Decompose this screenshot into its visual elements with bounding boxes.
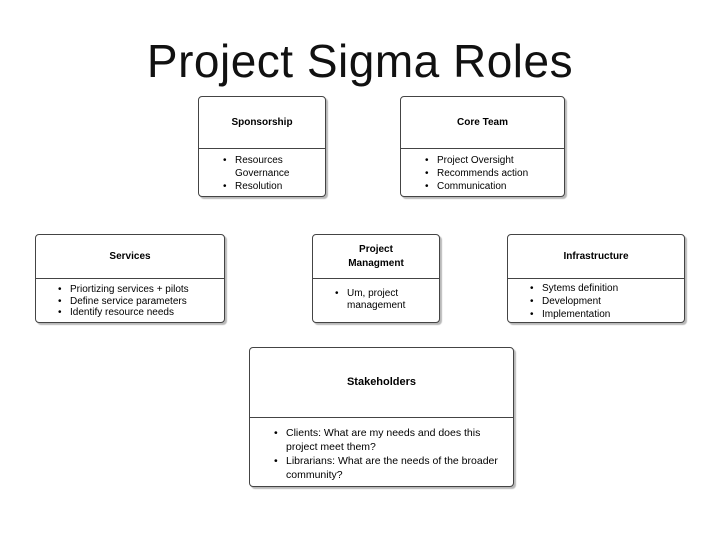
list-item: Sytems definition [530,282,684,295]
list-item-text: Define service parameters [70,295,187,307]
stakeholders-list: Clients: What are my needs and does this… [250,418,513,482]
services-heading: Services [36,235,224,279]
infrastructure-box: Infrastructure Sytems definition Develop… [507,234,685,323]
core-team-heading: Core Team [401,97,564,149]
list-item-text: Governance [235,168,290,179]
list-item: Project Oversight [425,154,564,167]
services-list: Priortizing services + pilots Define ser… [36,279,224,319]
list-item: Librarians: What are the needs of the br… [274,454,501,482]
list-item: Priortizing services + pilots [58,284,224,296]
list-item: Communication [425,180,564,193]
stakeholders-heading: Stakeholders [250,348,513,418]
services-box: Services Priortizing services + pilots D… [35,234,225,323]
list-item: Development [530,295,684,308]
list-item: Define service parameters [58,296,224,308]
list-item-text: Resolution [235,181,283,192]
sponsorship-heading: Sponsorship [199,97,325,149]
infrastructure-list: Sytems definition Development Implementa… [508,279,684,321]
list-item-text: Implementation [542,309,611,320]
list-item-text: Sytems definition [542,283,619,294]
list-item-text: Identify resource needs [70,307,174,318]
page-title: Project Sigma Roles [146,35,574,87]
list-item-text: Communication [437,181,507,192]
core-team-list: Project Oversight Recommends action Comm… [401,149,564,193]
list-item-text: Development [542,296,601,307]
project-management-box: Project Managment Um, project management [312,234,440,323]
core-team-box: Core Team Project Oversight Recommends a… [400,96,565,197]
list-item: Resources [223,154,325,167]
list-item-text: Resources [235,155,283,166]
list-item: Identify resource needs [58,307,224,319]
list-item: Recommends action [425,167,564,180]
list-item: Um, project management [335,288,433,312]
list-item-text: Priortizing services + pilots [70,284,189,295]
infrastructure-heading: Infrastructure [508,235,684,279]
list-item-text: Um, project management [347,288,406,311]
list-item-text: Librarians: What are the needs of the br… [286,455,498,481]
list-item: Resolution [223,180,325,193]
list-item: Clients: What are my needs and does this… [274,426,501,454]
list-item: Implementation [530,308,684,321]
project-management-heading-line2: Managment [348,257,404,269]
sponsorship-list: Resources Governance Resolution [199,149,325,193]
list-item-text: Project Oversight [437,155,514,166]
project-management-list: Um, project management [313,279,439,312]
list-item-text: Recommends action [437,168,529,179]
stakeholders-box: Stakeholders Clients: What are my needs … [249,347,514,487]
sponsorship-box: Sponsorship Resources Governance Resolut… [198,96,326,197]
list-item: Governance [223,167,325,180]
project-management-heading-line1: Project [359,244,393,255]
list-item-text: Clients: What are my needs and does this… [286,427,481,453]
project-management-heading: Project Managment [313,235,439,279]
